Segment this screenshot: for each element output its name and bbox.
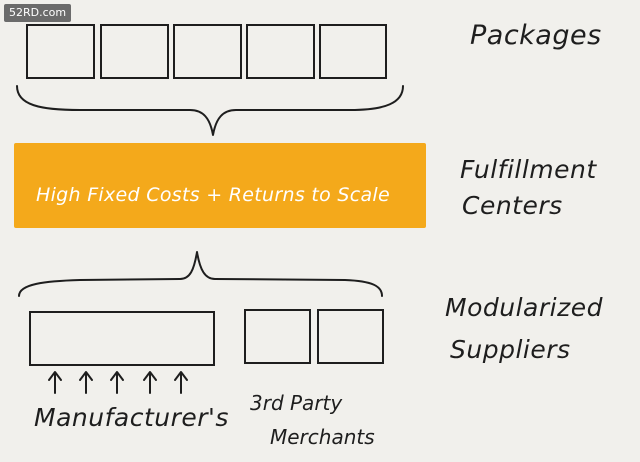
up-arrow-icon [110,371,124,394]
package-box [26,24,95,79]
packages-brace [16,85,404,136]
watermark: 52RD.com [4,4,72,22]
up-arrow-icon [79,371,93,394]
banner-text: High Fixed Costs + Returns to Scale [36,184,390,206]
package-box [173,24,242,79]
modularized-label-line1: Modularized [445,293,603,322]
fulfillment-label-line1: Fulfillment [460,155,597,184]
third-party-label-line2: Merchants [270,425,375,449]
manufacturer-box [29,311,215,366]
up-arrow-icon [48,371,62,394]
fulfillment-label-line2: Centers [462,191,563,220]
package-boxes [26,24,387,79]
merchant-box [244,309,311,364]
up-arrow-icon [143,371,157,394]
merchant-box [317,309,384,364]
up-arrow-icon [174,371,188,394]
modularized-label-line2: Suppliers [450,335,571,364]
package-box [319,24,387,79]
manufacturers-label: Manufacturer's [34,403,229,432]
suppliers-brace [18,251,383,297]
third-party-label-line1: 3rd Party [250,391,343,415]
package-box [246,24,315,79]
packages-label: Packages [470,20,602,51]
manufacturer-arrows [48,371,188,394]
fulfillment-banner [14,143,426,228]
package-box [100,24,169,79]
supplier-boxes [29,309,384,366]
